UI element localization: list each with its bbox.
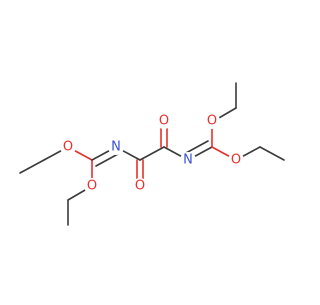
atom-label: O xyxy=(207,114,217,129)
atom-o-left-upper: O xyxy=(60,139,76,155)
atom-label: N xyxy=(183,153,193,168)
atom-n-right: N xyxy=(180,152,196,168)
bond-ch3-ch2-left-upper xyxy=(19,159,45,174)
bond-c-n-left-b xyxy=(95,153,119,167)
bond-n-c-right-b xyxy=(185,140,209,154)
atom-o-carbonyl-left: O xyxy=(132,178,148,194)
bond-c-c-central xyxy=(139,146,165,161)
atom-o-left-lower: O xyxy=(84,178,100,194)
bond-ch2-ch3-right-lower xyxy=(259,146,285,161)
atom-label: O xyxy=(63,140,73,155)
atom-label: O xyxy=(231,153,241,168)
atom-o-right-upper: O xyxy=(204,113,220,129)
bond-layer xyxy=(19,82,285,226)
atom-label: O xyxy=(159,114,169,129)
atom-layer: O O N O O N O O xyxy=(60,113,244,194)
atom-label: O xyxy=(135,179,145,194)
atom-label: O xyxy=(87,179,97,194)
atom-label: N xyxy=(111,140,121,155)
atom-o-right-lower: O xyxy=(228,152,244,168)
atom-o-carbonyl-right: O xyxy=(156,113,172,129)
structure-svg: O O N O O N O O xyxy=(19,82,285,226)
molecule-diagram: O O N O O N O O xyxy=(19,82,285,226)
atom-n-left: N xyxy=(108,139,124,155)
